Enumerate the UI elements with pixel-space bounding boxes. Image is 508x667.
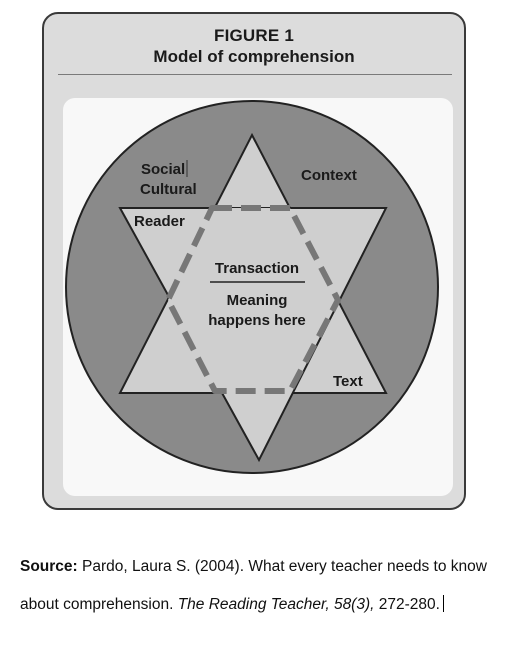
source-label: Source: xyxy=(20,558,78,575)
text-cursor xyxy=(442,595,444,612)
transaction-dashed-hexagon xyxy=(165,205,341,394)
citation-journal: The Reading Teacher, 58(3), xyxy=(177,596,375,613)
transaction-hexagon-fill xyxy=(168,208,338,391)
label-reader: Reader xyxy=(134,213,185,230)
label-cultural: Cultural xyxy=(140,181,197,198)
citation-pages: 272-280. xyxy=(374,596,440,613)
title-divider xyxy=(58,74,452,75)
label-meaning: Meaning xyxy=(227,292,288,309)
label-text: Text xyxy=(333,373,363,390)
label-context: Context xyxy=(301,167,357,184)
label-happens-here: happens here xyxy=(208,312,306,329)
source-citation: Source: Pardo, Laura S. (2004). What eve… xyxy=(20,548,490,624)
label-social: Social xyxy=(141,161,185,178)
figure-label: FIGURE 1 xyxy=(213,26,294,45)
figure-title: Model of comprehension xyxy=(153,47,355,66)
citation-text: Pardo, Laura S. (2004). What every teach… xyxy=(20,558,487,613)
label-transaction: Transaction xyxy=(215,260,299,277)
